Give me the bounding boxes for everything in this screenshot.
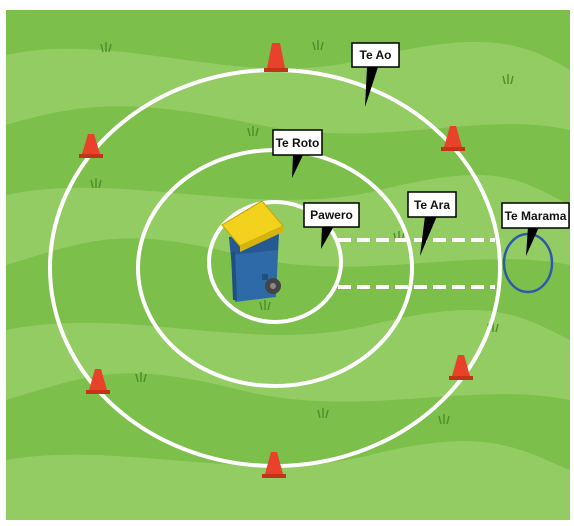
grass-stripe <box>6 309 570 402</box>
callout-te-roto: Te Roto <box>272 129 323 178</box>
callout-pawero: Pawero <box>303 202 360 249</box>
target-circle-label: Te Marama <box>505 209 567 223</box>
outer-ring-label: Te Ao <box>360 48 392 62</box>
grass-tuft-icon <box>312 40 324 51</box>
callout-te-ao: Te Ao <box>351 42 400 107</box>
callout-box <box>272 129 323 156</box>
grass-tuft-icon <box>438 414 450 425</box>
inner-ring-label: Pawero <box>310 208 353 222</box>
traffic-cone-icon <box>441 126 465 151</box>
grass-tuft-icon <box>90 178 102 189</box>
traffic-cone-icon <box>264 43 288 72</box>
grass-tuft-icon <box>317 408 329 419</box>
middle-ring-label: Te Roto <box>276 136 320 150</box>
grass-field <box>6 10 570 520</box>
callout-pointer <box>420 216 437 256</box>
pathway <box>338 238 495 289</box>
inner-ring <box>207 200 343 324</box>
traffic-cone-icon <box>262 452 286 478</box>
callout-te-ara: Te Ara <box>407 191 457 256</box>
traffic-cone-icon <box>79 134 103 158</box>
grass-tufts <box>90 40 514 425</box>
grass-tuft-icon <box>100 42 112 53</box>
callout-box <box>501 202 570 229</box>
grass-tuft-icon <box>259 300 271 311</box>
recycling-bin-icon <box>221 200 284 302</box>
callout-pointer <box>365 67 378 107</box>
grass-tuft-icon <box>502 74 514 85</box>
callout-box <box>351 42 400 68</box>
callout-te-marama: Te Marama <box>501 202 570 256</box>
grass-tuft-icon <box>247 126 259 137</box>
callout-pointer <box>526 227 539 256</box>
callout-pointer <box>321 226 334 249</box>
grass-stripe <box>6 441 570 520</box>
callout-box <box>407 191 457 218</box>
traffic-cone-icon <box>86 369 110 394</box>
traffic-cone-icon <box>449 355 473 380</box>
grass-tuft-icon <box>135 372 147 383</box>
callout-box <box>303 202 360 228</box>
grass-stripe <box>6 41 570 134</box>
callout-pointer <box>292 155 303 178</box>
cones <box>79 43 473 478</box>
pathway-label: Te Ara <box>414 198 450 212</box>
